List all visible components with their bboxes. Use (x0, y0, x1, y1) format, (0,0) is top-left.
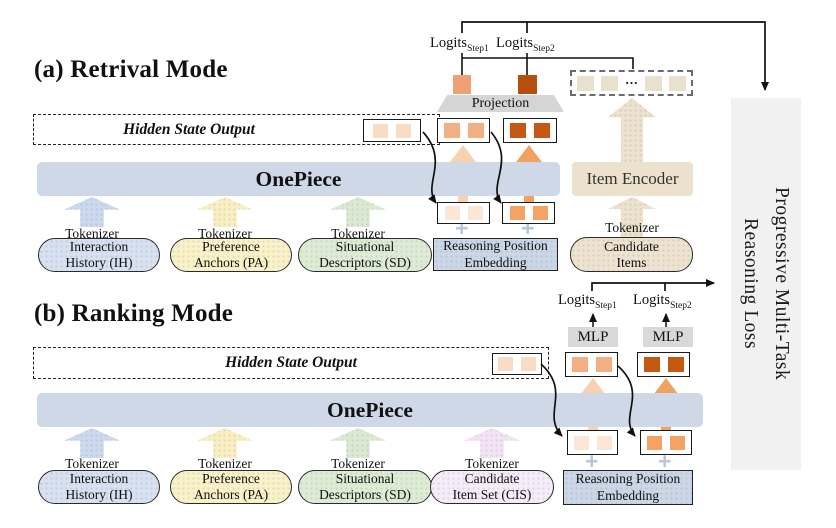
token-cell (534, 123, 550, 138)
retrieval-onepiece-bar: OnePiece (37, 162, 560, 196)
arrow-up-pa-icon (197, 428, 253, 458)
retrieval-onepiece-label: OnePiece (255, 166, 342, 191)
retrieval-tokenizer-label-pa: Tokenizer (198, 226, 252, 241)
mlp-block-step2: MLP (643, 327, 693, 347)
retrieval-tokenizer-label-sd: Tokenizer (331, 226, 385, 241)
ranking-tokenizer-label-ih: Tokenizer (65, 456, 119, 471)
logit-step2-cell (518, 75, 537, 94)
ranking-tokenizer-label-pa: Tokenizer (198, 456, 252, 471)
ranking-hidden-state-label: Hidden State Output (225, 354, 357, 371)
retrieval-mode-title: (a) Retrival Mode (34, 56, 228, 83)
retrieval-input-sd: Situational Descriptors (SD) (298, 238, 432, 272)
arrow-up-sd-icon (330, 197, 386, 227)
retrieval-tokenizer-label-ih: Tokenizer (65, 226, 119, 241)
item-cell (669, 75, 686, 91)
token-cell (571, 357, 588, 372)
token-cell (444, 206, 460, 220)
item-cell (576, 75, 594, 91)
retrieval-input-ih: Interaction History (IH) (38, 238, 160, 272)
ranking-step1-input-cells (567, 430, 618, 455)
ranking-tokenizer-label-sd: Tokenizer (331, 456, 385, 471)
retrieval-step2-output-cells (503, 118, 557, 143)
retrieval-logits-step2-label: LogitsStep2 (496, 35, 555, 54)
ranking-input-pa: Preference Anchors (PA) (170, 470, 292, 504)
token-cell (509, 206, 525, 220)
candidate-items-oval: Candidate Items (570, 237, 693, 272)
ranking-logits-step1-label: LogitsStep1 (558, 292, 617, 311)
retrieval-input-pa: Preference Anchors (PA) (170, 238, 292, 272)
ranking-step2-input-cells (640, 430, 692, 455)
progressive-loss-label: Progressive Multi-Task Reasoning Loss (740, 187, 793, 381)
projection-label: Projection (471, 95, 530, 111)
ranking-onepiece-label: OnePiece (327, 397, 413, 422)
ranking-input-ih: Interaction History (IH) (38, 470, 160, 504)
arrow-up-pa-icon (197, 197, 253, 227)
item-encoder-label: Item Encoder (586, 169, 679, 188)
token-cell (596, 435, 612, 450)
ranking-input-sd: Situational Descriptors (SD) (298, 470, 432, 504)
token-cell (647, 435, 662, 450)
retrieval-step1-output-cells (437, 118, 490, 143)
bracket-line (462, 57, 634, 69)
token-cell (667, 357, 684, 372)
token-cell (396, 123, 411, 138)
arrow-up-cis-icon (464, 428, 520, 458)
token-cell (670, 435, 685, 450)
retrieval-step1-input-cells (437, 202, 490, 224)
retrieval-hidden-state-label: Hidden State Output (123, 120, 255, 138)
ranking-logits-step2-label: LogitsStep2 (633, 292, 692, 311)
mlp-block-step1: MLP (568, 327, 618, 347)
item-encoder-block: Item Encoder (572, 162, 693, 196)
token-cell (643, 357, 660, 372)
ranking-logits-to-loss-line (591, 279, 715, 291)
token-cell (521, 357, 536, 371)
ranking-hidden-state-cell (492, 353, 542, 375)
token-cell (373, 123, 388, 138)
ellipsis: ··· (624, 75, 638, 90)
arrow-up-ih-icon (64, 428, 120, 458)
token-cell (532, 206, 548, 220)
ranking-hidden-state-output-box: Hidden State Output (33, 347, 549, 379)
token-cell (573, 435, 589, 450)
arrow-up-item-encoder-icon (608, 98, 656, 162)
token-cell (467, 206, 483, 220)
logit-step1-cell (453, 75, 471, 94)
ranking-input-cis: Candidate Item Set (CIS) (430, 470, 554, 504)
candidate-tokenizer-label: Tokenizer (605, 220, 659, 235)
token-cell (498, 357, 513, 371)
ranking-mode-title: (b) Ranking Mode (34, 300, 234, 327)
arrow-up-sd-icon (330, 428, 386, 458)
token-cell (443, 123, 460, 138)
retrieval-step2-input-cells (502, 202, 555, 224)
retrieval-logits-step1-label: LogitsStep1 (430, 35, 489, 54)
projection-block: Projection (437, 95, 564, 112)
token-cell (467, 123, 484, 138)
item-cell (645, 75, 662, 91)
ranking-onepiece-bar: OnePiece (37, 393, 703, 427)
ranking-step1-output-cells (565, 352, 618, 377)
ranking-reasoning-position-embedding: Reasoning Position Embedding (563, 470, 693, 505)
token-cell (510, 123, 526, 138)
ranking-tokenizer-label-cis: Tokenizer (465, 456, 519, 471)
token-cell (595, 357, 612, 372)
progressive-loss-panel: Progressive Multi-Task Reasoning Loss (731, 98, 801, 470)
ranking-step2-output-cells (637, 352, 690, 377)
retrieval-hidden-state-cell (363, 119, 421, 142)
retrieval-reasoning-position-embedding: Reasoning Position Embedding (433, 238, 558, 271)
arrow-up-ih-icon (64, 197, 120, 227)
item-embeddings-box: ··· (570, 70, 693, 96)
item-cell (600, 75, 618, 91)
